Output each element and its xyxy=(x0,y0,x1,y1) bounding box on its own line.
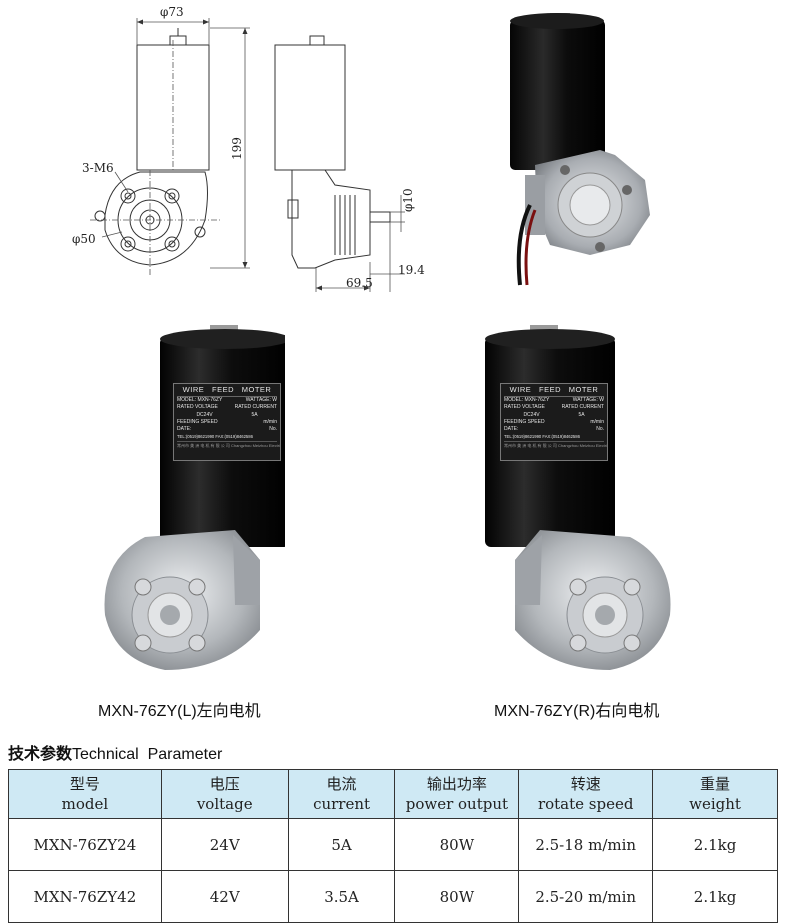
nameplate-right-speed-unit: m/min xyxy=(590,418,604,425)
dim-depth-label: 69.5 xyxy=(346,276,373,290)
header-speed-en: rotate speed xyxy=(537,795,634,813)
section-title: 技术参数Technical Parameter xyxy=(8,740,222,764)
nameplate-right-voltage: DC24V xyxy=(523,411,540,418)
nameplate-left-tel: TEL:(0519)8621990 FAX:(0519)8462586 xyxy=(177,434,253,440)
header-current: 电流 current xyxy=(287,769,396,819)
header-current-cn: 电流 xyxy=(326,775,357,793)
nameplate-left-voltage-label: RATED VOLTAGE xyxy=(177,404,218,411)
table-header-row: 型号 model 电压 voltage 电流 current 输出功率 power ou… xyxy=(8,769,778,819)
dim-height-label: 199 xyxy=(230,137,244,160)
parameter-table: 型号 model 电压 voltage 电流 current 输出功率 power ou… xyxy=(8,769,778,923)
nameplate-left-no: No. xyxy=(269,426,277,433)
nameplate-left-speed-unit: m/min xyxy=(263,418,277,425)
header-current-en: current xyxy=(313,795,371,813)
cell-speed: 2.5-20 m/min xyxy=(518,870,654,923)
nameplate-left-speed-label: FEEDING SPEED xyxy=(177,418,218,425)
table-row: MXN-76ZY24 24V 5A 80W 2.5-18 m/min 2.1kg xyxy=(8,818,778,871)
header-model-cn: 型号 xyxy=(69,775,100,793)
dim-shaft-length-label: 19.4 xyxy=(398,263,425,277)
nameplate-left-voltage: DC24V xyxy=(196,411,213,418)
cell-weight: 2.1kg xyxy=(652,818,778,871)
cell-weight: 2.1kg xyxy=(652,870,778,923)
nameplate-left-model: MODEL: MXN-76ZY xyxy=(177,397,223,403)
nameplate-left-maker: 常州市 美 洲 电 机 有 限 公 司 Changzhou Meizhou El… xyxy=(177,440,280,448)
nameplate-right-current: 5A xyxy=(578,411,585,418)
dim-shaft-label: φ10 xyxy=(401,188,415,212)
header-power-en: power output xyxy=(405,795,509,813)
cell-model: MXN-76ZY42 xyxy=(8,870,162,923)
nameplate-right-wattage: WATTAGE: W xyxy=(572,397,604,403)
nameplate-left-current: 5A xyxy=(251,411,258,418)
nameplate-left: WIRE FEED MOTER MODEL: MXN-76ZY WATTAGE: … xyxy=(173,383,281,461)
nameplate-right-maker: 常州市 美 洲 电 机 有 限 公 司 Changzhou Meizhou El… xyxy=(504,440,607,448)
section-title-cn: 技术参数 xyxy=(8,744,73,763)
cell-power: 80W xyxy=(394,870,520,923)
cell-power: 80W xyxy=(394,818,520,871)
header-rotate-speed: 转速 rotate speed xyxy=(518,769,654,819)
nameplate-right-date: DATE: xyxy=(504,426,519,433)
cell-current: 3.5A xyxy=(287,870,396,923)
motor-photo-left xyxy=(104,325,285,670)
section-title-en: Technical Parameter xyxy=(72,746,223,763)
dim-width-label: φ73 xyxy=(160,5,184,19)
header-power-cn: 输出功率 xyxy=(426,775,487,793)
motor-photo-right xyxy=(485,325,671,670)
cell-speed: 2.5-18 m/min xyxy=(518,818,654,871)
nameplate-right-tel: TEL:(0519)8621990 FAX:(0519)8462586 xyxy=(504,434,580,440)
dim-bolts-label: 3-M6 xyxy=(82,161,114,175)
header-weight-cn: 重量 xyxy=(700,775,731,793)
caption-right-motor: MXN-76ZY(R)右向电机 xyxy=(494,703,660,720)
header-weight-en: weight xyxy=(689,795,741,813)
cell-voltage: 42V xyxy=(160,870,289,923)
motor-photo-top xyxy=(510,13,650,286)
nameplate-right-speed-label: FEEDING SPEED xyxy=(504,418,545,425)
technical-drawing: φ73 199 3-M6 φ50 φ10 69.5 19.4 xyxy=(72,5,425,292)
cell-voltage: 24V xyxy=(160,818,289,871)
table-row: MXN-76ZY42 42V 3.5A 80W 2.5-20 m/min 2.1… xyxy=(8,870,778,923)
cell-model: MXN-76ZY24 xyxy=(8,818,162,871)
header-voltage: 电压 voltage xyxy=(160,769,289,819)
caption-left-motor: MXN-76ZY(L)左向电机 xyxy=(98,703,261,720)
header-weight: 重量 weight xyxy=(652,769,778,819)
header-speed-cn: 转速 xyxy=(570,775,601,793)
nameplate-left-header: WIRE FEED MOTER xyxy=(177,384,277,397)
nameplate-left-current-label: RATED CURRENT xyxy=(234,404,277,411)
header-voltage-cn: 电压 xyxy=(209,775,240,793)
nameplate-right-model: MODEL: MXN-76ZY xyxy=(504,397,550,403)
header-voltage-en: voltage xyxy=(196,795,253,813)
header-model-en: model xyxy=(61,795,109,813)
nameplate-right: WIRE FEED MOTER MODEL: MXN-76ZY WATTAGE: … xyxy=(500,383,608,461)
nameplate-left-wattage: WATTAGE: W xyxy=(245,397,277,403)
nameplate-right-current-label: RATED CURRENT xyxy=(561,404,604,411)
nameplate-right-header: WIRE FEED MOTER xyxy=(504,384,604,397)
nameplate-right-voltage-label: RATED VOLTAGE xyxy=(504,404,545,411)
nameplate-right-no: No. xyxy=(596,426,604,433)
dim-bolt-circle-label: φ50 xyxy=(72,232,96,246)
cell-current: 5A xyxy=(287,818,396,871)
header-power-output: 输出功率 power output xyxy=(394,769,520,819)
header-model: 型号 model xyxy=(8,769,162,819)
nameplate-left-date: DATE: xyxy=(177,426,192,433)
